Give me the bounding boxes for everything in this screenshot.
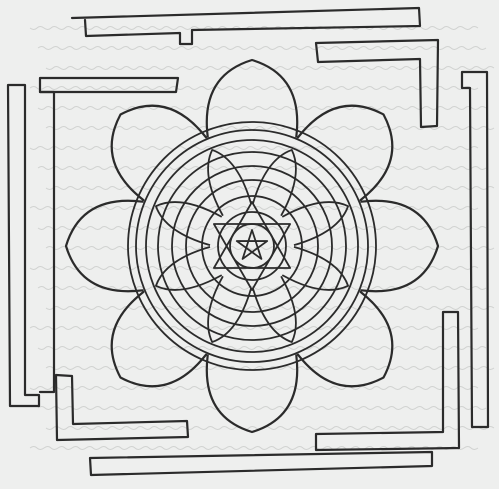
bleed-line xyxy=(46,187,494,190)
bleed-line xyxy=(30,87,478,90)
top-left-corner xyxy=(40,78,178,92)
bleed-line xyxy=(38,47,486,50)
ring xyxy=(128,122,376,370)
outer-petal xyxy=(207,60,297,137)
bleed-line xyxy=(38,407,486,410)
left-gate xyxy=(8,85,39,406)
center-pentagram xyxy=(230,224,274,268)
ring xyxy=(218,212,286,280)
top-right-corner xyxy=(316,40,438,127)
pentagram xyxy=(237,230,267,259)
outer-petal xyxy=(298,106,392,200)
bleed-line xyxy=(30,387,478,390)
bleed-line xyxy=(38,347,486,350)
bleed-line xyxy=(30,327,478,330)
hexagram xyxy=(214,202,290,290)
bleed-line xyxy=(46,427,494,430)
bleed-through-texture xyxy=(30,27,494,450)
outer-lotus-petals xyxy=(66,60,438,432)
bottom-gate xyxy=(90,452,432,475)
outer-petal xyxy=(112,106,206,200)
bleed-line xyxy=(30,147,478,150)
bleed-line xyxy=(46,247,494,250)
ring xyxy=(202,196,302,296)
concentric-circles xyxy=(128,122,376,370)
bleed-line xyxy=(38,107,486,110)
ring xyxy=(186,180,318,312)
inner-lotus-petals xyxy=(156,150,348,342)
ring xyxy=(172,166,332,326)
ring xyxy=(146,140,358,352)
